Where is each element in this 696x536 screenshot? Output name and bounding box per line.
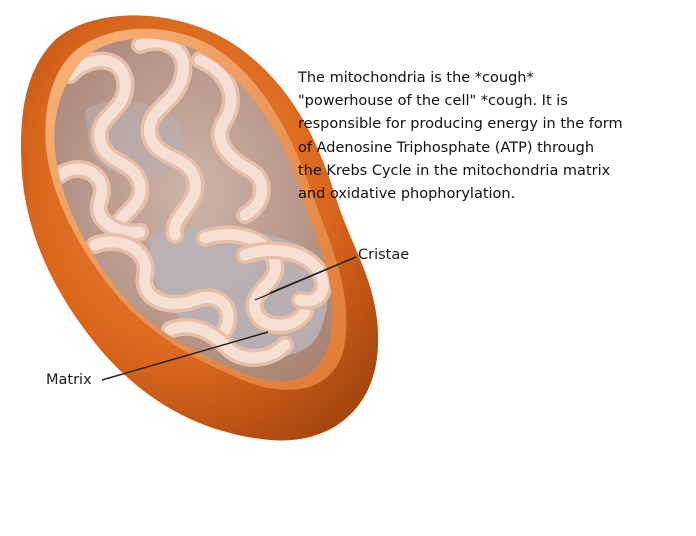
cristae-leader-line-2 xyxy=(254,256,357,301)
description-text: The mitochondria is the *cough* "powerho… xyxy=(298,67,658,206)
crista-fold xyxy=(89,236,234,336)
matrix-label: Matrix xyxy=(46,372,92,388)
crista-fold xyxy=(54,163,146,238)
crista-fold xyxy=(64,55,146,246)
crista-fold xyxy=(134,38,201,241)
description-line: of Adenosine Triphosphate (ATP) through xyxy=(298,139,595,156)
description-line: The mitochondria is the *cough* xyxy=(298,70,534,86)
crista-fold xyxy=(199,229,311,331)
cristae-group xyxy=(54,38,333,367)
crista-fold xyxy=(239,244,329,307)
description-line: the Krebs Cycle in the mitochondria matr… xyxy=(298,162,611,179)
crista-fold xyxy=(164,321,291,364)
cristae-label: Cristae xyxy=(358,247,410,263)
description-line: responsible for producing energy in the … xyxy=(298,116,623,133)
matrix-leader-line xyxy=(101,331,269,381)
description-line: "powerhouse of the cell" *cough. It is xyxy=(298,93,568,110)
crista-fold xyxy=(194,54,268,221)
description-line: and oxidative phophorylation. xyxy=(298,186,516,203)
